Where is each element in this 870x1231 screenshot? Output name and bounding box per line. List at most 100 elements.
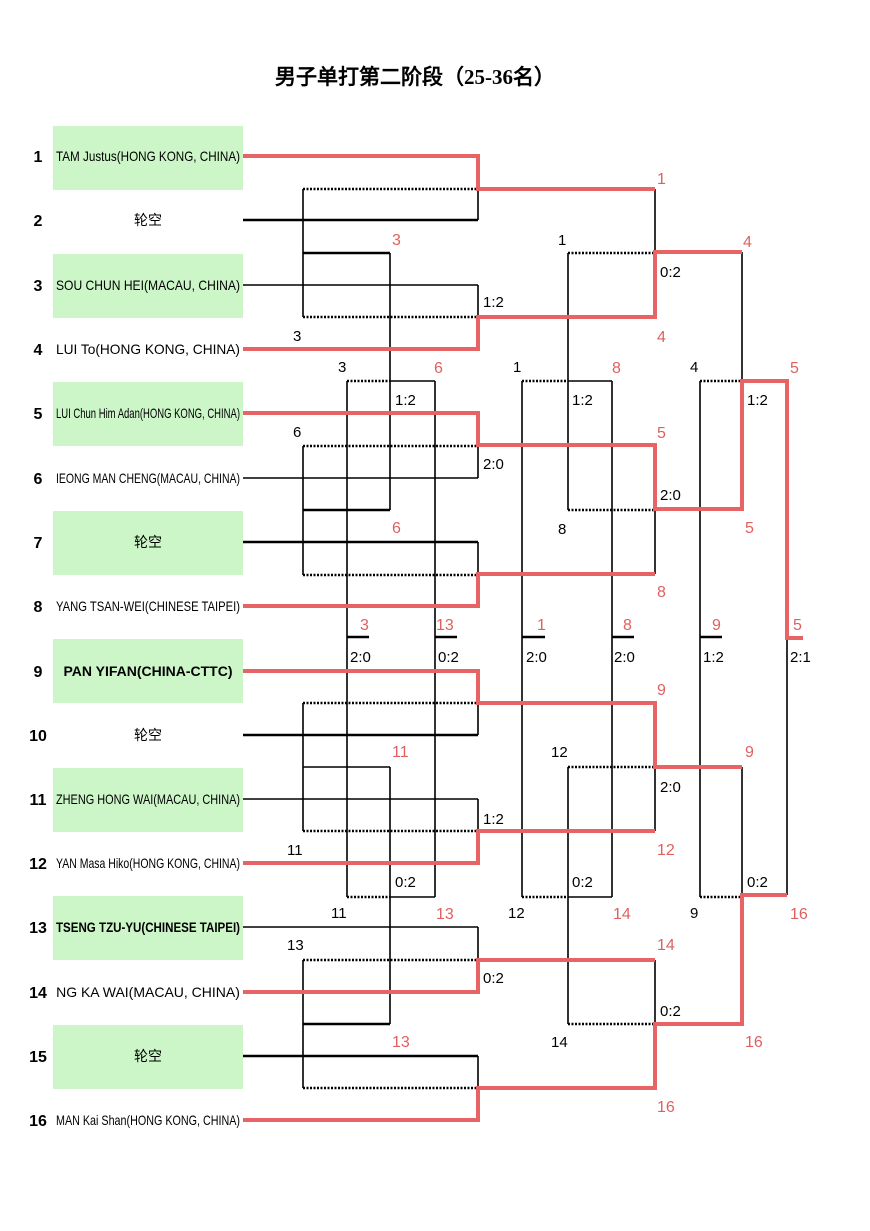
- player-name: 轮空: [134, 212, 162, 228]
- winner-label: 13: [392, 1034, 410, 1051]
- winner-label: 1: [657, 171, 666, 188]
- winner-label: 5: [790, 360, 799, 377]
- seed-number: 12: [29, 856, 47, 873]
- seed-number: 1: [34, 149, 43, 166]
- loser-label: 12: [551, 744, 568, 761]
- loser-label: 11: [287, 842, 303, 859]
- seed-number: 6: [34, 471, 43, 488]
- seed-number: 16: [29, 1113, 47, 1130]
- player-name: ZHENG HONG WAI(MACAU, CHINA): [56, 791, 240, 807]
- player-name: LUI To(HONG KONG, CHINA): [56, 341, 240, 357]
- winner-label: 16: [790, 906, 808, 923]
- player-name: YAN Masa Hiko(HONG KONG, CHINA): [56, 855, 240, 871]
- seed-number: 2: [34, 213, 43, 230]
- winner-path: [243, 154, 803, 1122]
- match-score: 2:1: [790, 649, 811, 666]
- winner-label: 4: [743, 234, 752, 251]
- loser-label: 3: [338, 359, 346, 376]
- seed-number: 8: [34, 599, 43, 616]
- winner-label: 6: [434, 360, 443, 377]
- match-score: 2:0: [526, 649, 547, 666]
- player-name: TSENG TZU-YU(CHINESE TAIPEI): [56, 919, 240, 935]
- seed-number: 14: [29, 985, 47, 1002]
- player-name: IEONG MAN CHENG(MACAU, CHINA): [56, 470, 240, 486]
- loser-label: 1: [513, 359, 521, 376]
- seed-box: [53, 382, 243, 446]
- seed-number: 4: [34, 342, 43, 359]
- loser-label: 6: [293, 424, 301, 441]
- winner-label: 9: [745, 744, 754, 761]
- match-score: 0:2: [660, 264, 681, 281]
- seed-number: 11: [30, 792, 47, 809]
- winner-label: 5: [657, 425, 666, 442]
- loser-label: 1: [558, 232, 566, 249]
- player-name: MAN Kai Shan(HONG KONG, CHINA): [56, 1112, 240, 1128]
- loser-label: 9: [690, 905, 698, 922]
- winner-label: 14: [613, 906, 631, 923]
- match-score: 1:2: [703, 649, 724, 666]
- seed-number: 5: [34, 406, 43, 423]
- consolation-lines: [302, 187, 742, 1090]
- match-score: 2:0: [614, 649, 635, 666]
- seed-number: 15: [29, 1049, 47, 1066]
- winner-label: 8: [657, 584, 666, 601]
- loser-label: 8: [558, 521, 566, 538]
- match-score: 2:0: [660, 779, 681, 796]
- winner-label: 14: [657, 937, 675, 954]
- winner-label: 8: [612, 360, 621, 377]
- loser-label: 3: [293, 328, 301, 345]
- player-name: SOU CHUN HEI(MACAU, CHINA): [56, 277, 240, 293]
- match-score: 0:2: [660, 1003, 681, 1020]
- winner-label: 13: [436, 906, 454, 923]
- match-score: 1:2: [572, 392, 593, 409]
- winner-label: 3: [392, 232, 401, 249]
- seed-number: 7: [34, 535, 43, 552]
- winner-label: 12: [657, 842, 675, 859]
- seed-number: 9: [34, 664, 43, 681]
- winner-label: 4: [657, 329, 666, 346]
- winner-label: 9: [712, 617, 721, 634]
- match-score: 2:0: [660, 487, 681, 504]
- seed-box: [53, 896, 243, 960]
- winner-label: 16: [745, 1034, 763, 1051]
- match-score: 2:0: [350, 649, 371, 666]
- loser-labels: 1 3 3 1 4 6 8 12 11 11 12 9 13 14: [287, 232, 698, 1051]
- match-scores: 0:2 1:2 1:2 1:2 1:2 2:0 2:0 2:0 0:2 2:0 …: [350, 264, 811, 1020]
- winner-label: 6: [392, 520, 401, 537]
- player-name: NG KA WAI(MACAU, CHINA): [56, 984, 240, 1000]
- seed-box: [53, 1025, 243, 1089]
- match-score: 0:2: [438, 649, 459, 666]
- winner-label: 3: [360, 617, 369, 634]
- winner-label: 8: [623, 617, 632, 634]
- winner-label: 13: [436, 617, 454, 634]
- winner-label: 1: [537, 617, 546, 634]
- loser-label: 14: [551, 1034, 568, 1051]
- loser-label: 13: [287, 937, 304, 954]
- match-score: 0:2: [747, 874, 768, 891]
- seed-number: 3: [34, 278, 43, 295]
- match-score: 0:2: [395, 874, 416, 891]
- player-name: TAM Justus(HONG KONG, CHINA): [56, 148, 240, 164]
- match-score: 1:2: [395, 392, 416, 409]
- match-score: 0:2: [572, 874, 593, 891]
- winner-labels: 1 4 4 3 6 8 5 6 5 8 5 3 13 1 8 9 5 9 11 …: [360, 171, 808, 1116]
- loser-label: 4: [690, 359, 698, 376]
- winner-label: 16: [657, 1099, 675, 1116]
- winner-label: 11: [392, 744, 409, 761]
- match-score: 1:2: [483, 294, 504, 311]
- match-score: 1:2: [483, 811, 504, 828]
- seed-box: [53, 254, 243, 318]
- match-score: 1:2: [747, 392, 768, 409]
- winner-label: 5: [745, 520, 754, 537]
- seed-box: [53, 639, 243, 703]
- match-score: 2:0: [483, 456, 504, 473]
- loser-label: 12: [508, 905, 525, 922]
- main-bracket-lines: [243, 189, 788, 1088]
- seed-number: 13: [29, 920, 47, 937]
- page-title: 男子单打第二阶段（25-36名）: [275, 65, 555, 89]
- seed-number: 10: [29, 728, 47, 745]
- player-name: 轮空: [134, 534, 162, 550]
- winner-label: 9: [657, 682, 666, 699]
- player-list: 1 TAM Justus(HONG KONG, CHINA) 2 轮空 3 SOU CHU…: [29, 148, 240, 1130]
